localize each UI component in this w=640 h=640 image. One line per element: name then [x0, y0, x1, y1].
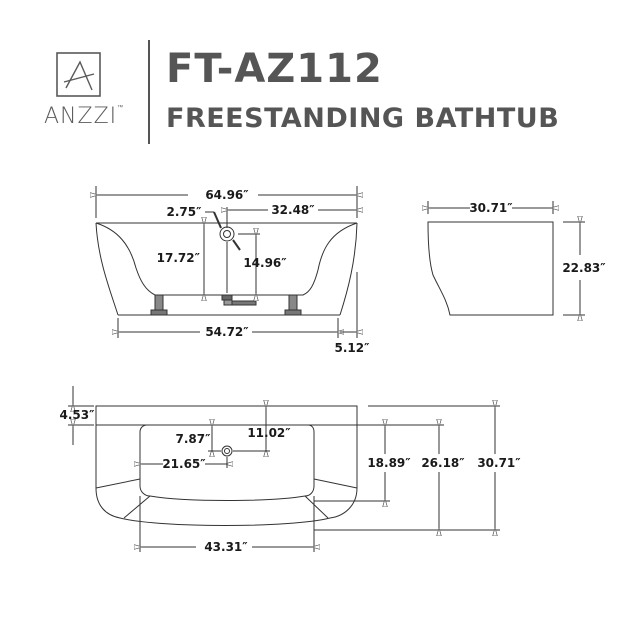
- trademark: ™: [117, 104, 125, 111]
- dim-drain-height: 14.96″: [243, 256, 287, 270]
- dim-drain-offset: 32.48″: [271, 203, 315, 217]
- dim-overhang: 5.12″: [335, 341, 371, 355]
- dim-drain-left: 21.65″: [162, 457, 206, 471]
- product-title: FREESTANDING BATHTUB: [166, 103, 560, 134]
- dim-interior-depth: 17.72″: [157, 251, 201, 265]
- front-view-labels: 64.96″ 32.48″ 2.75″ 17.72″ 14.96″ 54.72″…: [157, 188, 370, 355]
- side-view: [428, 201, 585, 315]
- top-view: [68, 386, 500, 552]
- dim-rim-width: 4.53″: [60, 408, 96, 422]
- dim-inner-width: 26.18″: [421, 456, 465, 470]
- header-divider: [148, 40, 150, 144]
- dim-overall-width: 30.71″: [477, 456, 521, 470]
- dim-base-length: 54.72″: [205, 325, 249, 339]
- brand-text: ANZZI: [44, 104, 118, 129]
- dim-drain-diameter: 2.75″: [167, 205, 203, 219]
- front-view: [96, 186, 357, 338]
- dim-basin-width: 18.89″: [367, 456, 411, 470]
- side-view-labels: 30.71″ 22.83″: [469, 201, 606, 275]
- brand-name: ANZZI™: [44, 104, 124, 129]
- top-view-labels: 4.53″ 7.87″ 11.02″ 21.65″ 43.31″ 18.89″ …: [60, 408, 522, 554]
- header: ANZZI™ FT-AZ112 FREESTANDING BATHTUB: [0, 0, 640, 160]
- dim-drain-outer: 11.02″: [247, 426, 291, 440]
- anzzi-logo-icon: [56, 52, 101, 97]
- model-number: FT-AZ112: [166, 46, 383, 92]
- dim-drain-inner: 7.87″: [176, 432, 212, 446]
- dim-side-width: 30.71″: [469, 201, 513, 215]
- dim-overall-length: 64.96″: [205, 188, 249, 202]
- dim-side-height: 22.83″: [562, 261, 606, 275]
- dim-basin-length: 43.31″: [204, 540, 248, 554]
